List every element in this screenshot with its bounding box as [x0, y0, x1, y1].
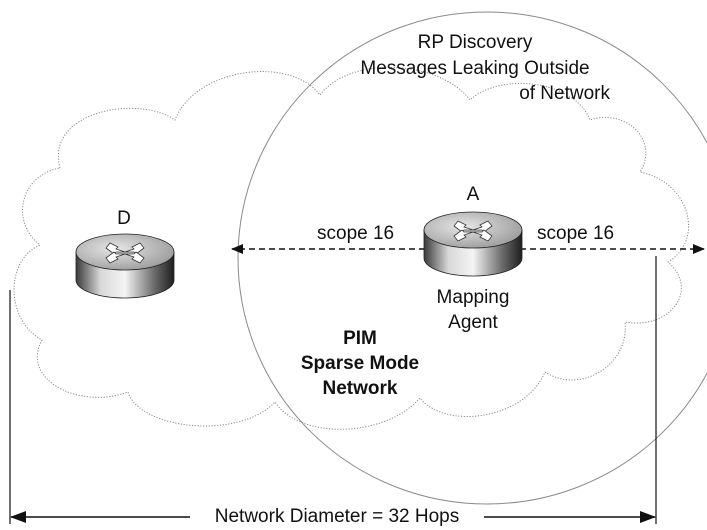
callout-line-2: Messages Leaking Outside [360, 58, 590, 79]
callout-line-1: RP Discovery [417, 32, 533, 53]
rp-discovery-boundary-circle [237, 11, 707, 505]
scope-right-label: scope 16 [537, 223, 615, 244]
router-a-label: A [466, 184, 480, 205]
router-a-role-line-2: Agent [448, 312, 498, 333]
router-a-icon [423, 211, 523, 277]
router-d-icon [75, 233, 175, 299]
network-label-line-2: Sparse Mode [300, 353, 420, 374]
scope-left-label: scope 16 [317, 223, 395, 244]
callout-line-3: of Network [519, 83, 610, 104]
network-label-line-1: PIM [343, 328, 377, 349]
network-diameter-label: Network Diameter = 32 Hops [214, 506, 460, 527]
router-d-label: D [117, 208, 131, 229]
router-a-role-line-1: Mapping [436, 287, 510, 308]
network-label-line-3: Network [322, 378, 398, 399]
